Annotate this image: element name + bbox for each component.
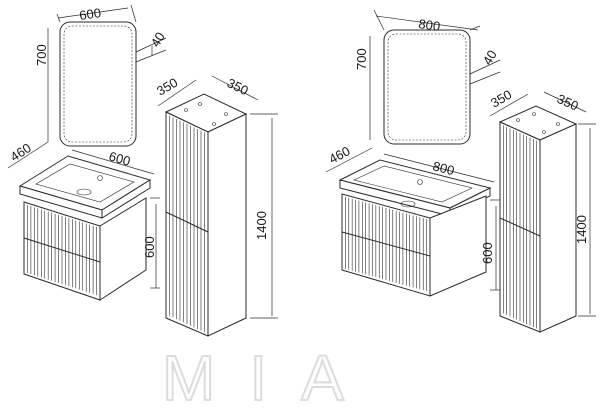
left-cabinet-depth-label: 460 (7, 140, 33, 164)
right-cabinet: 460 800 600 (325, 143, 500, 297)
left-faucet-hole (97, 175, 103, 181)
left-cabinet: 460 600 600 (7, 140, 160, 301)
left-mirror-width-label: 600 (78, 5, 102, 23)
right-mirror-frame (383, 29, 471, 145)
right-mirror-led (387, 33, 467, 141)
left-column-flutes (169, 115, 205, 333)
right-set: 800 700 40 460 800 600 (325, 9, 596, 333)
right-mirror-height-label: 700 (354, 48, 369, 70)
left-cabinet-height-label: 600 (142, 236, 157, 258)
brand-logo-watermark: MIA (162, 342, 378, 412)
left-column-height-label: 1400 (254, 211, 269, 240)
right-column: 350 350 1400 (488, 87, 596, 333)
left-mirror-width-line (57, 7, 129, 19)
right-column-width-label: 350 (555, 91, 581, 114)
right-column-height-label: 1400 (574, 215, 589, 244)
left-mirror-depth-label: 40 (148, 29, 168, 49)
left-column: 350 350 1400 (154, 75, 278, 337)
right-mirror-depth-label: 40 (480, 47, 500, 67)
right-cabinet-height-label: 600 (480, 242, 495, 264)
left-mirror-frame (59, 21, 137, 147)
left-column-side (207, 113, 247, 337)
left-mirror-led (63, 25, 133, 143)
left-mirror-height-label: 700 (34, 44, 49, 66)
left-cabinet-width-label: 600 (107, 148, 132, 168)
right-basin-bowl (353, 165, 473, 203)
right-cabinet-flutes (345, 196, 427, 292)
right-mirror: 800 700 40 (354, 9, 501, 145)
right-mirror-width-line (375, 15, 479, 31)
left-cabinet-flutes (27, 205, 97, 295)
left-set: 600 700 40 460 (7, 4, 278, 337)
left-mirror: 600 700 40 (34, 4, 168, 147)
left-column-width-label: 350 (225, 75, 251, 98)
left-column-depth-label: 350 (154, 75, 180, 99)
right-mirror-width-label: 800 (418, 16, 442, 34)
right-cabinet-depth-label: 460 (326, 143, 352, 166)
left-cabinet-side (99, 197, 147, 301)
left-basin-bowl (35, 163, 135, 203)
left-basin-top (18, 155, 152, 211)
right-column-depth-label: 350 (488, 87, 514, 111)
right-faucet-hole (417, 179, 423, 185)
right-basin-drain (400, 200, 416, 208)
right-cabinet-side (429, 195, 487, 297)
right-column-side (539, 123, 577, 333)
right-column-flutes (503, 125, 537, 329)
right-cabinet-width-label: 800 (431, 158, 456, 178)
left-basin-drain (76, 188, 92, 196)
